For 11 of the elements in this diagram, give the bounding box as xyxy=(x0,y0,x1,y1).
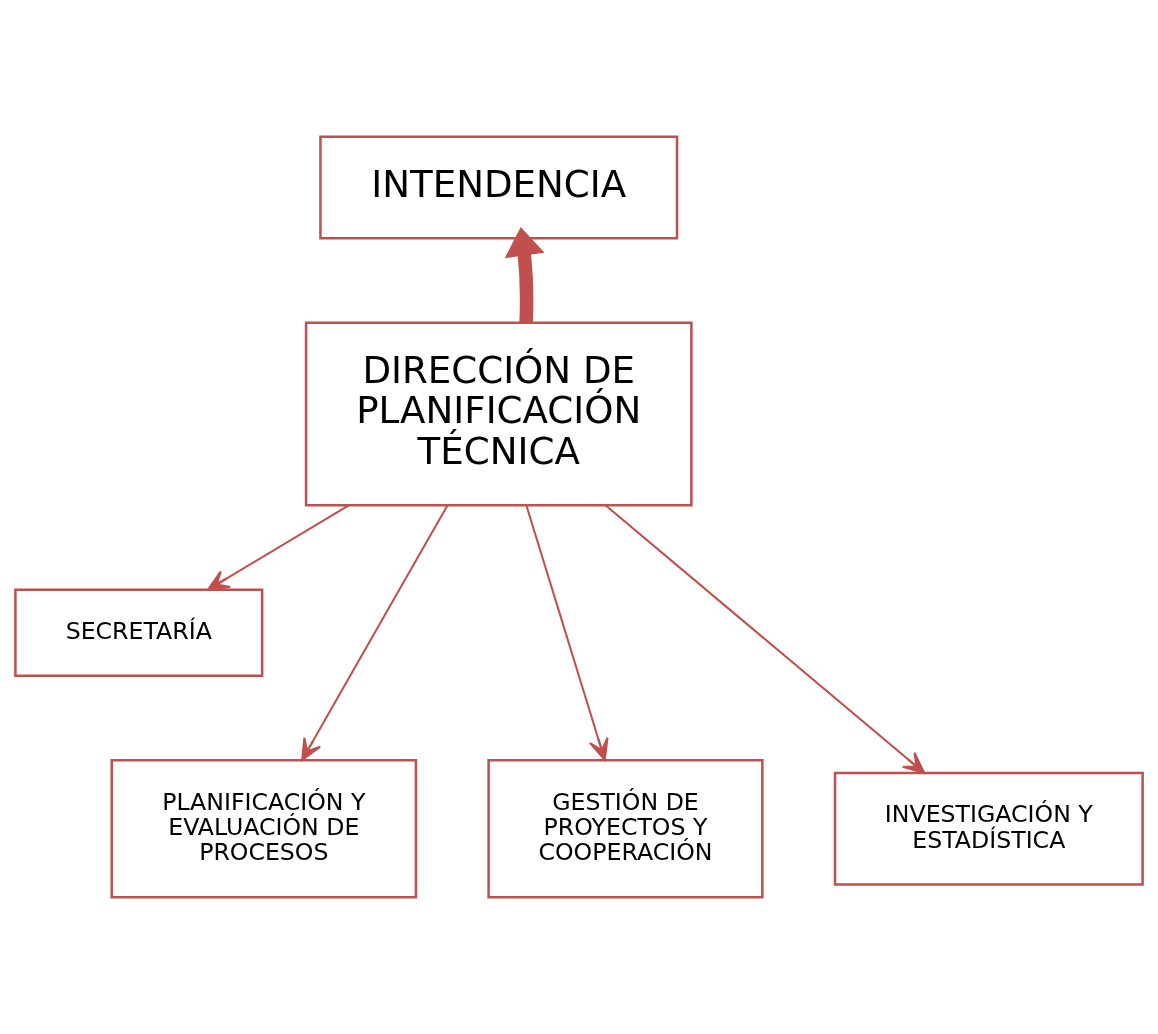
node-box: INTENDENCIA xyxy=(319,135,679,240)
arrow xyxy=(525,505,609,761)
node-box: GESTIÓN DE PROYECTOS Y COOPERACIÓN xyxy=(487,759,764,899)
arrow xyxy=(504,226,545,323)
arrow xyxy=(301,504,449,761)
node-box: SECRETARÍA xyxy=(14,588,264,678)
node-box: DIRECCIÓN DE PLANIFICACIÓN TÉCNICA xyxy=(304,321,693,507)
arrow xyxy=(207,504,350,591)
arrow xyxy=(605,504,926,774)
node-box: INVESTIGACIÓN Y ESTADÍSTICA xyxy=(833,771,1144,886)
node-box: PLANIFICACIÓN Y EVALUACIÓN DE PROCESOS xyxy=(110,759,418,899)
